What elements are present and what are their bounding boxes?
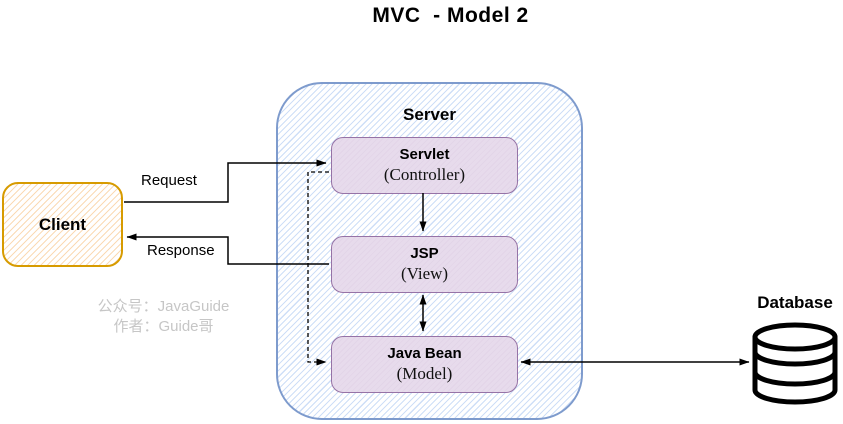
server-label: Server: [403, 105, 456, 124]
java-bean-role: (Model): [396, 364, 453, 384]
jsp-view-node: JSP (View): [331, 236, 518, 293]
server-container: Server Servlet (Controller) JSP (View) J…: [276, 82, 583, 420]
database-cylinder-icon: [752, 322, 838, 405]
jsp-name: JSP: [410, 244, 439, 262]
jsp-role: (View): [400, 264, 449, 284]
client-node: Client: [2, 182, 123, 267]
diagram-title: MVC - Model 2: [372, 4, 529, 27]
database-node: Database: [745, 293, 843, 313]
servlet-controller-node: Servlet (Controller): [331, 137, 518, 194]
servlet-name: Servlet: [399, 145, 450, 163]
watermark-line2: 作者：Guide哥: [113, 318, 214, 335]
java-bean-name: Java Bean: [387, 344, 462, 362]
request-label: Request: [139, 172, 199, 189]
watermark: 公众号：JavaGuide 作者：Guide哥: [66, 297, 261, 337]
servlet-role: (Controller): [383, 165, 466, 185]
watermark-line1: 公众号：JavaGuide: [97, 298, 230, 315]
response-label: Response: [145, 242, 217, 259]
database-label: Database: [757, 293, 833, 312]
java-bean-model-node: Java Bean (Model): [331, 336, 518, 393]
client-label: Client: [38, 214, 87, 234]
